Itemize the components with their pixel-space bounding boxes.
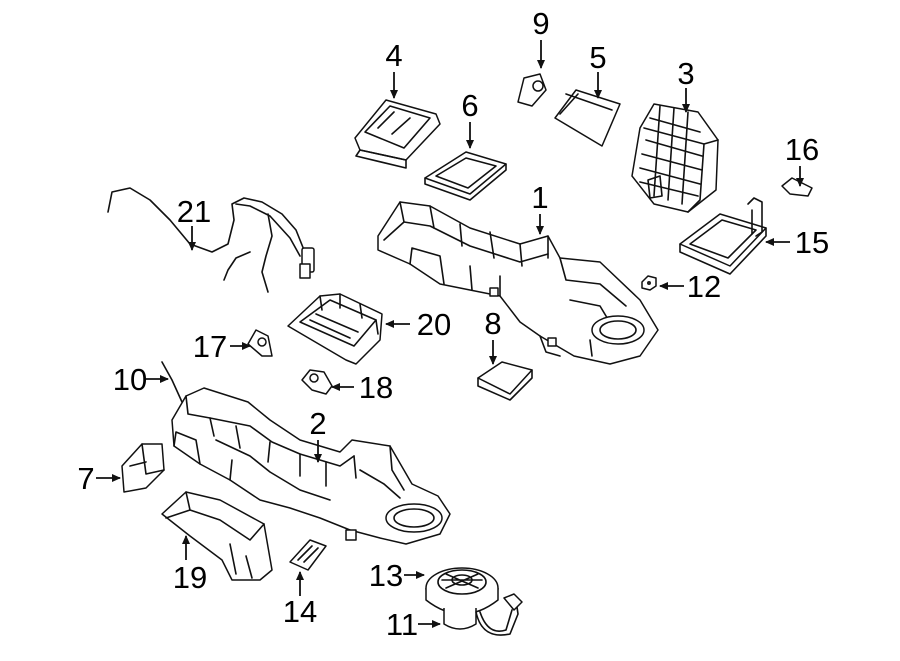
part-1-shape — [377, 201, 659, 365]
callout-9: 9 — [532, 6, 549, 41]
callout-19: 19 — [173, 560, 207, 595]
callout-21: 21 — [177, 194, 211, 229]
part-8-shape — [477, 361, 533, 401]
callout-18: 18 — [359, 370, 393, 405]
callout-15: 15 — [795, 225, 829, 260]
callout-4: 4 — [385, 38, 402, 73]
callout-labels: 1 2 3 4 5 6 7 8 9 10 11 12 13 14 15 16 1… — [77, 6, 829, 642]
part-3-shape — [631, 103, 719, 213]
callout-13: 13 — [369, 558, 403, 593]
part-17-shape — [247, 329, 273, 357]
callout-20: 20 — [417, 307, 451, 342]
part-6-shape — [424, 151, 507, 201]
callout-1: 1 — [531, 180, 548, 215]
part-4-shape — [354, 99, 441, 169]
callout-17: 17 — [193, 329, 227, 364]
callout-5: 5 — [589, 40, 606, 75]
part-5-shape — [554, 89, 621, 147]
callout-6: 6 — [461, 88, 478, 123]
callout-2: 2 — [309, 406, 326, 441]
callout-12: 12 — [687, 269, 721, 304]
part-7-shape — [121, 443, 165, 493]
part-11-shape — [443, 593, 523, 636]
part-14-shape — [289, 539, 327, 571]
part-16-shape — [781, 177, 813, 197]
part-18-shape — [301, 369, 333, 395]
callout-3: 3 — [677, 56, 694, 91]
part-9-shape — [517, 73, 547, 107]
callout-7: 7 — [77, 461, 94, 496]
part-12-shape — [641, 275, 657, 291]
part-15-shape — [679, 197, 767, 275]
part-21-shape — [107, 187, 315, 293]
callout-16: 16 — [785, 132, 819, 167]
callout-11: 11 — [386, 607, 418, 642]
callout-10: 10 — [113, 362, 147, 397]
callout-14: 14 — [283, 594, 317, 629]
part-2-shape — [171, 387, 451, 545]
part-10-shape — [161, 361, 183, 403]
part-13-shape — [425, 567, 499, 615]
part-20-shape — [287, 293, 383, 365]
part-19-shape — [161, 491, 273, 581]
callout-arrows — [96, 40, 804, 628]
callout-8: 8 — [484, 306, 501, 341]
